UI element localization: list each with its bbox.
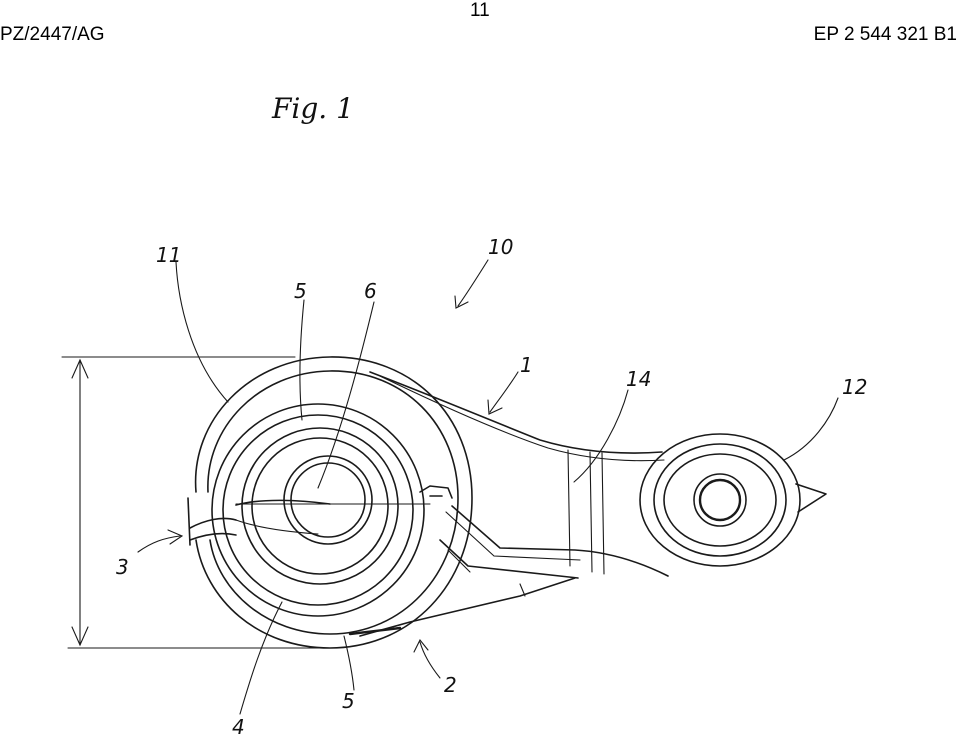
ref-label-3: 3 <box>116 555 129 579</box>
ref-label-6: 6 <box>364 279 377 303</box>
ref-label-11: 11 <box>156 243 181 267</box>
dimension-line <box>61 356 331 649</box>
leader-lines <box>137 259 839 715</box>
ref-label-12: 12 <box>842 375 867 399</box>
figure-title: Fig. 1 <box>271 92 354 125</box>
ref-label-5-bottom: 5 <box>342 689 355 713</box>
patent-number: EP 2 544 321 B1 <box>813 24 957 45</box>
ref-label-14: 14 <box>626 367 651 391</box>
arm <box>348 371 669 637</box>
split-slot <box>187 485 453 546</box>
document-reference: PZ/2447/AG <box>0 24 105 45</box>
ring-body <box>194 356 473 649</box>
ref-label-2: 2 <box>444 673 457 697</box>
ref-label-10: 10 <box>488 235 513 259</box>
ref-label-1: 1 <box>520 353 533 377</box>
ref-label-4: 4 <box>232 715 245 739</box>
eyelet <box>639 433 827 567</box>
page-number: 11 <box>470 0 490 21</box>
ref-label-5-top: 5 <box>294 279 307 303</box>
